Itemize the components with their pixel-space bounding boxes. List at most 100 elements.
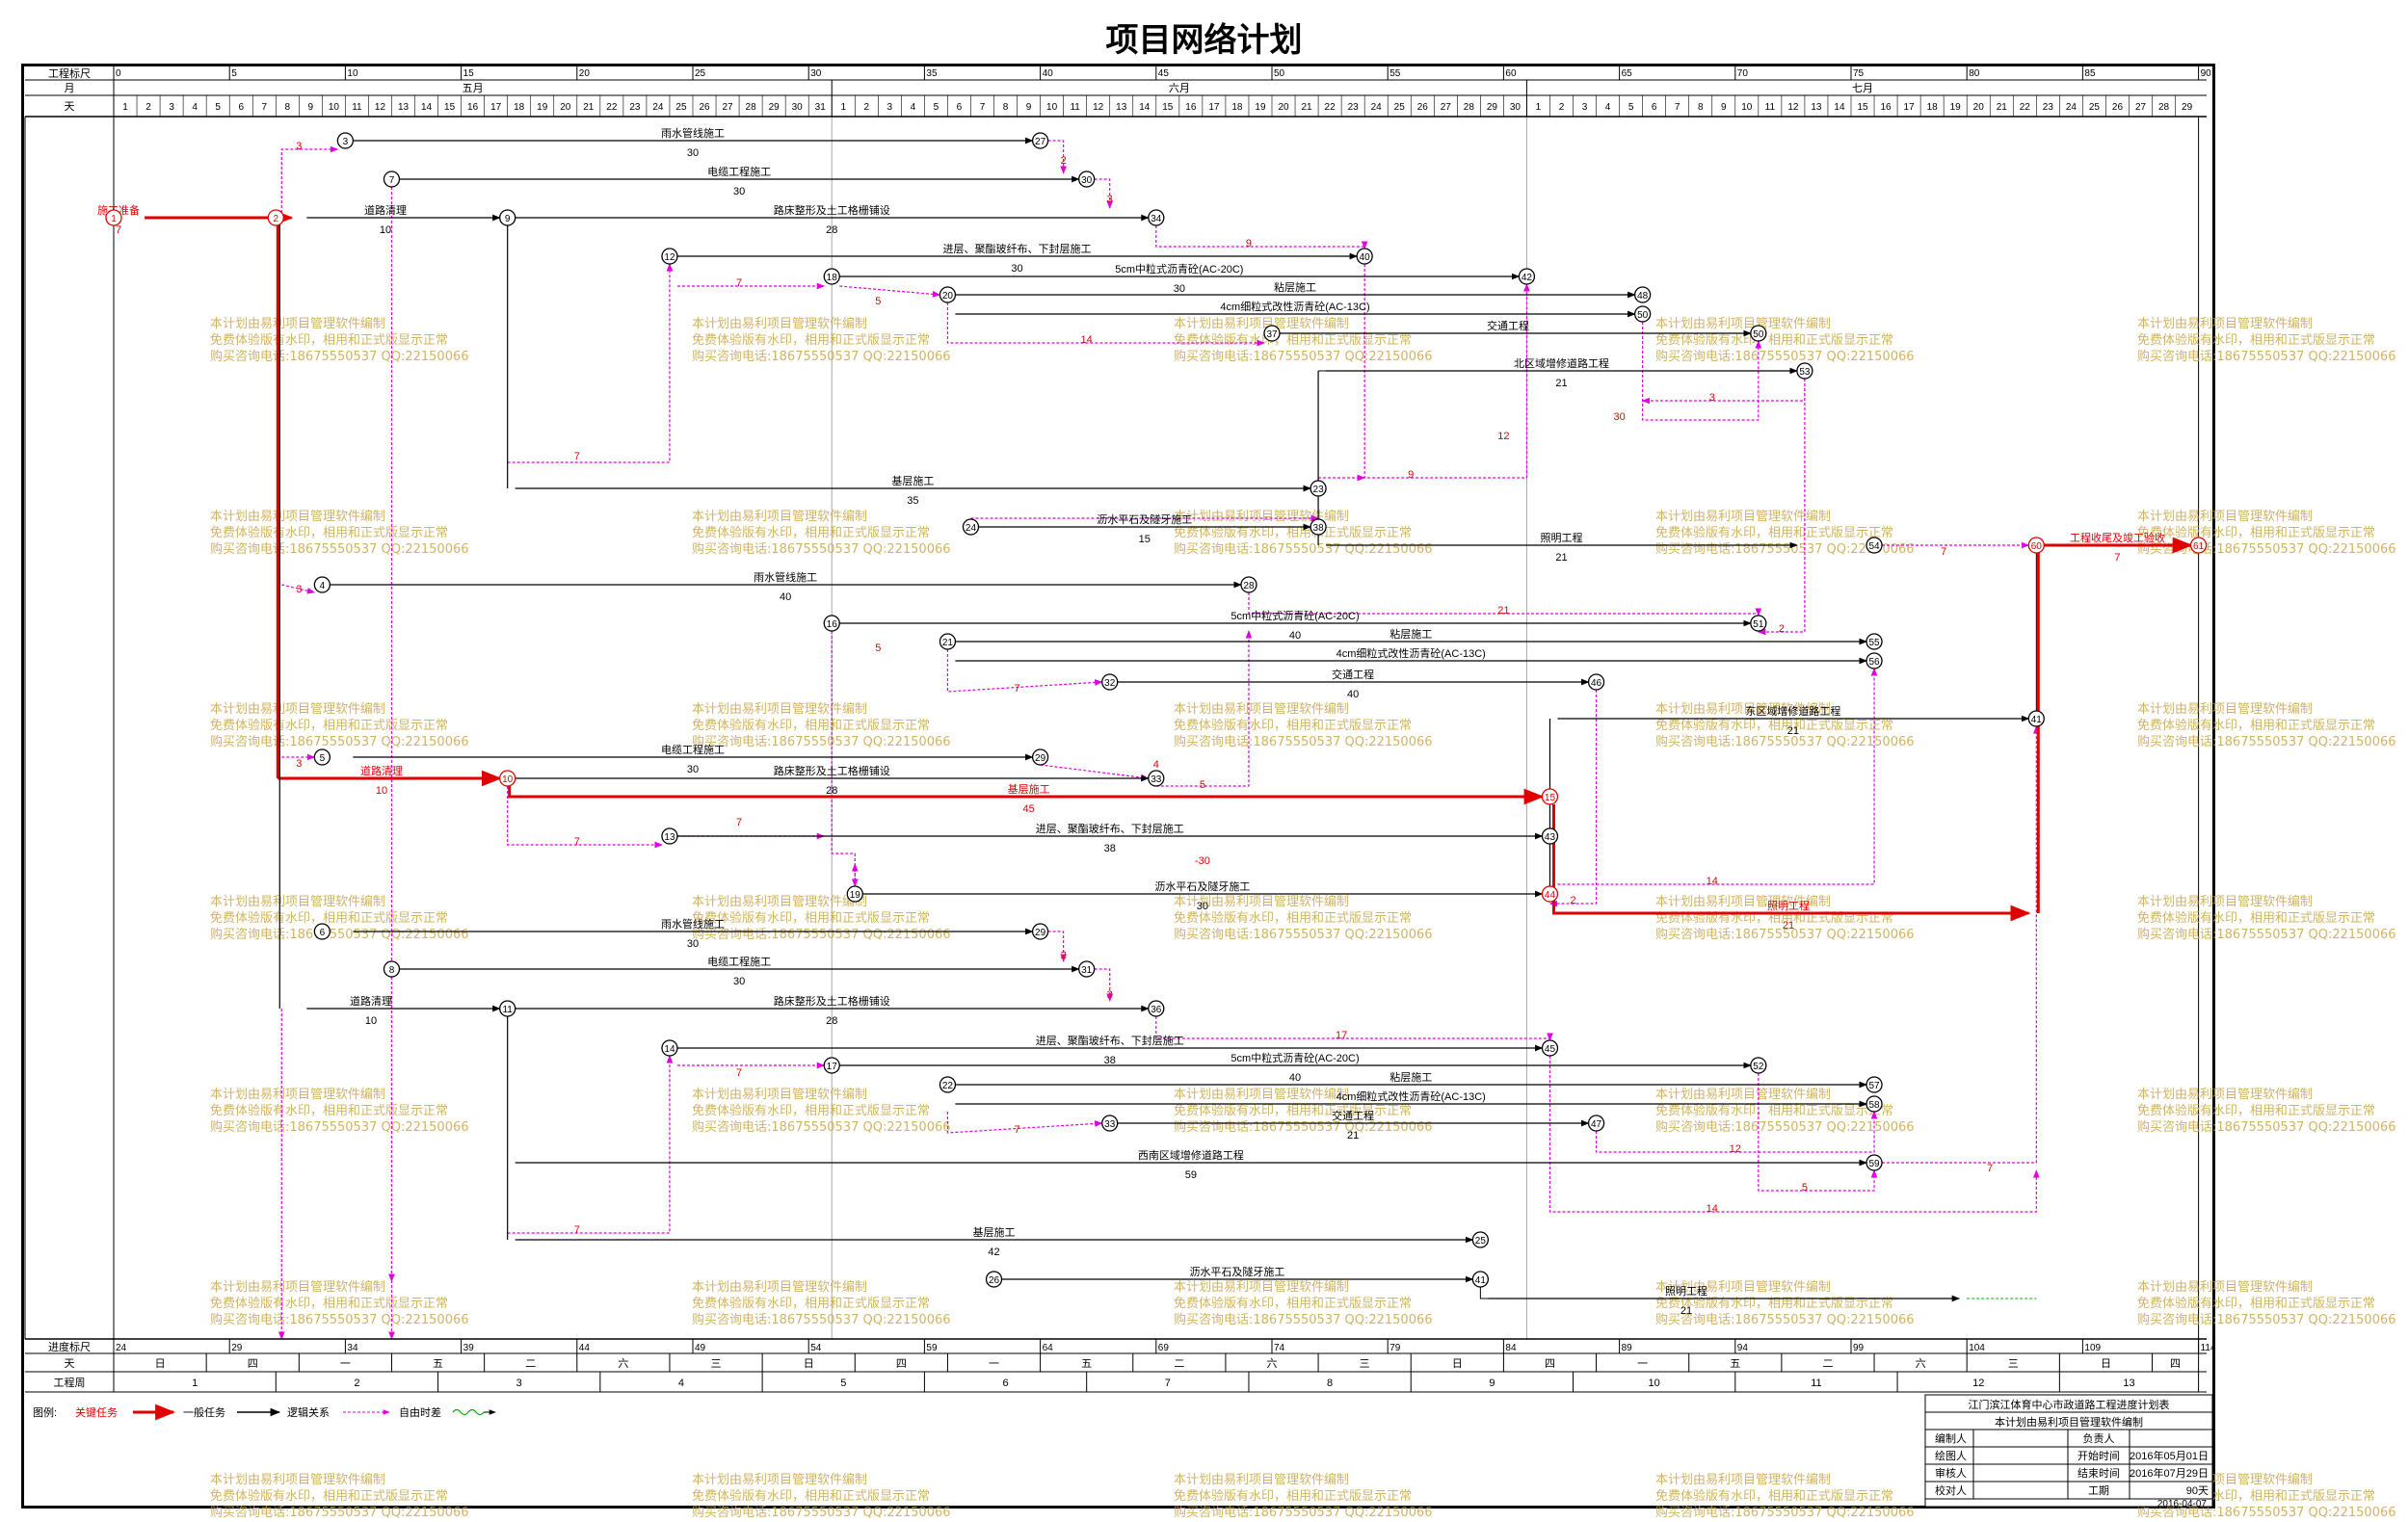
activity-label: 4cm细粒式改性沥青砼(AC-13C) [1220,300,1369,313]
week-label: 9 [1489,1378,1495,1389]
activity-label: 路床整形及土工格栅铺设 [774,764,890,777]
watermark-text: 免费体验版有水印，相用和正式版显示正常 [210,1103,448,1118]
legend-float-wave [452,1408,485,1416]
float-link [1557,668,1878,885]
watermark-text: 免费体验版有水印，相用和正式版显示正常 [1174,1103,1412,1118]
event-node [939,1076,957,1093]
event-node-number: 14 [664,1044,675,1055]
day-label: 20 [560,102,571,113]
activity-label: 进层、聚酯玻纤布、下封层施工 [1036,822,1184,835]
event-node-number: 34 [1151,214,1162,224]
event-node [313,923,331,940]
weekday-label: 三 [711,1358,722,1370]
watermark-text: 本计划由易利项目管理软件编制 [210,895,385,909]
float-value: 7 [1014,1124,1019,1136]
event-node-number: 44 [1545,890,1556,901]
event-node-number: 38 [1313,523,1325,534]
weekday-label: 六 [1267,1357,1278,1370]
day-label: 14 [1139,102,1151,113]
float-value: 12 [1730,1143,1741,1155]
event-node-number: 61 [2193,541,2205,552]
watermark-text: 免费体验版有水印，相用和正式版显示正常 [2137,1296,2375,1311]
progress-tick-label: 59 [926,1343,938,1353]
day-label: 9 [308,102,314,113]
progress-tick-label: 99 [1853,1343,1865,1353]
weekday-label: 五 [433,1358,443,1370]
watermark-text: 本计划由易利项目管理软件编制 [2137,1280,2313,1295]
float-value: 3 [296,141,302,152]
info-label: 结束时间 [2077,1467,2120,1480]
activity-duration: 21 [1680,1305,1692,1317]
day-label: 19 [537,102,548,113]
watermark-text: 本计划由易利项目管理软件编制 [1655,1473,1831,1487]
watermark-text: 购买咨询电话:18675550537 QQ:22150066 [2137,1505,2396,1520]
progress-tick-label: 24 [116,1343,127,1353]
watermark-text: 购买咨询电话:18675550537 QQ:22150066 [2137,927,2396,942]
float-value: 9 [1246,238,1252,249]
float-value: 7 [736,277,742,289]
header-row-label: 月 [65,83,75,94]
scale-tick-label: 5 [231,68,237,79]
scale-tick-label: 25 [695,68,706,79]
day-label: 15 [444,102,456,113]
week-label: 13 [2123,1378,2134,1389]
float-link [1248,592,1762,617]
weekday-label: 三 [1360,1358,1370,1370]
activity-label: 雨水管线施工 [754,570,817,584]
event-node-number: 54 [1868,541,1880,552]
float-value: 4 [1153,759,1159,771]
float-link [946,1112,1103,1134]
event-node-number: 36 [1151,1005,1162,1015]
watermark-text: 本计划由易利项目管理软件编制 [1174,1280,1349,1295]
watermark-text: 购买咨询电话:18675550537 QQ:22150066 [692,927,951,942]
activity-label: 基层施工 [1008,783,1050,796]
progress-tick-label: 109 [2084,1343,2101,1353]
day-label: 26 [699,102,710,113]
watermark-text: 免费体验版有水印，相用和正式版显示正常 [2137,1103,2375,1118]
watermark-text: 免费体验版有水印，相用和正式版显示正常 [1174,718,1412,733]
weekday-label: 五 [1730,1358,1740,1370]
watermark-text: 免费体验版有水印，相用和正式版显示正常 [2137,718,2375,733]
watermark-text: 本计划由易利项目管理软件编制 [210,510,385,524]
day-label: 11 [1765,102,1776,113]
event-node-number: 15 [1545,793,1556,803]
event-node-number: 50 [1753,329,1764,340]
activity-label: 4cm细粒式改性沥青砼(AC-13C) [1336,646,1486,660]
activity-arrows: 施工准备7雨水管线施工30电缆工程施工30道路清理10路床整形及土工格栅铺设28… [97,126,2193,1317]
event-node-number: 11 [502,1005,513,1015]
event-node [1587,673,1605,691]
event-node [1078,171,1096,188]
event-node-number: 4 [320,581,326,591]
watermark-text: 购买咨询电话:18675550537 QQ:22150066 [2137,349,2396,364]
time-grid [24,117,2200,1339]
day-label: 25 [1394,102,1406,113]
event-node [1518,268,1536,285]
day-label: 27 [2135,102,2147,113]
info-box-title: 江门滨江体育中心市政道路工程进度计划表 [1969,1398,2170,1411]
weekday-label: 一 [1637,1358,1648,1370]
float-value: 14 [1081,334,1093,346]
watermark-text: 免费体验版有水印，相用和正式版显示正常 [210,1296,448,1311]
event-node [1866,1095,1883,1113]
event-node-number: 10 [502,774,514,785]
float-link [1094,968,1114,1002]
event-node [1101,1115,1119,1132]
info-box: 江门滨江体育中心市政道路工程进度计划表本计划由易利项目管理软件编制编制人负责人绘… [1924,1394,2213,1509]
event-node-number: 22 [942,1081,954,1091]
watermark-text: 购买咨询电话:18675550537 QQ:22150066 [692,1505,951,1520]
float-link [1155,630,1253,787]
event-node [1101,673,1119,691]
watermark-text: 免费体验版有水印，相用和正式版显示正常 [1174,910,1412,926]
day-label: 13 [398,102,410,113]
float-value: 3 [1709,392,1715,404]
day-label: 5 [934,102,939,113]
watermark-layer: 本计划由易利项目管理软件编制免费体验版有水印，相用和正式版显示正常购买咨询电话:… [210,317,2396,1520]
event-node [1541,788,1559,805]
event-node [267,209,284,226]
activity-label: 道路清理 [364,203,407,217]
progress-tick-label: 89 [1622,1343,1633,1353]
info-label: 工期 [2088,1484,2109,1497]
event-node [336,132,355,149]
activity-label: 4cm细粒式改性沥青砼(AC-13C) [1336,1089,1486,1103]
progress-tick-label: 94 [1737,1343,1749,1353]
